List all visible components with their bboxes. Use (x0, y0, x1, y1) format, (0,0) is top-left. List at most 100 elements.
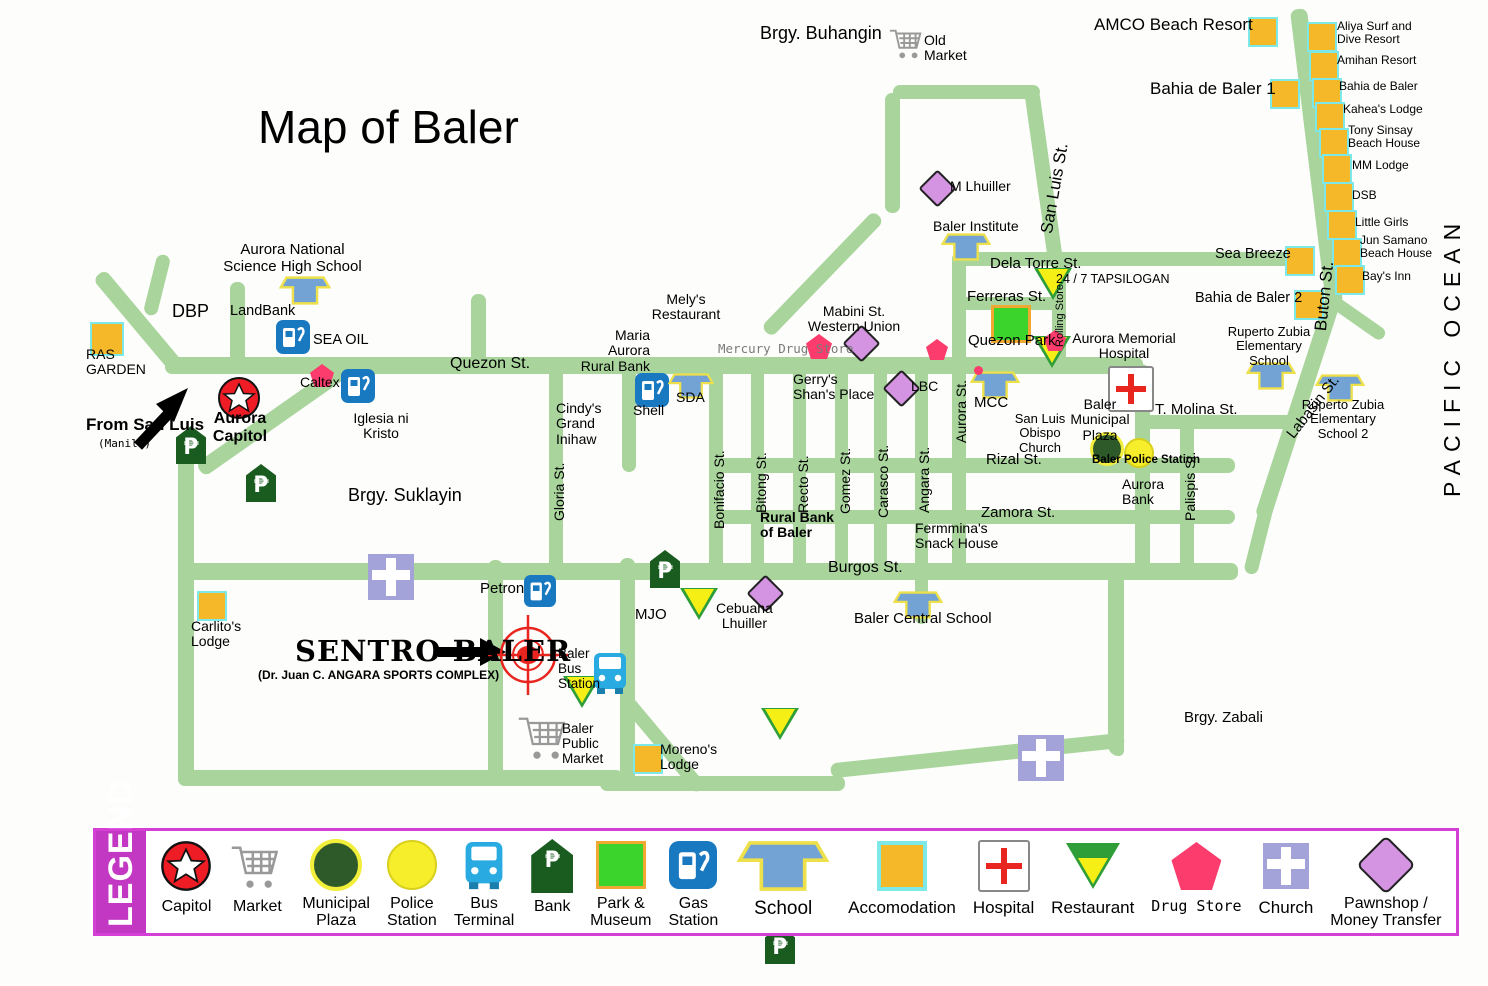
label-ras-garden: RAS GARDEN (86, 346, 146, 378)
park-museum-icon (991, 305, 1031, 343)
label-sea-breeze: Sea Breeze (1215, 246, 1291, 262)
label-morenos: Moreno's Lodge (660, 741, 718, 773)
label-ruperto1: Ruperto Zubia Elementary School (1227, 324, 1311, 368)
market-icon (229, 835, 285, 897)
label-landbank: LandBank (230, 303, 296, 319)
drug-store-icon (310, 364, 334, 387)
label-aurora-memorial-hospital: Aurora Memorial Hospital (1072, 330, 1176, 362)
label-maria-aurora: Maria Aurora Rural Bank (580, 327, 650, 374)
legend-items: Capitol Market Municipal Plaza Police St… (146, 831, 1456, 933)
bus-terminal-icon (461, 835, 507, 894)
gas-station-icon (669, 835, 718, 894)
road-bottom (178, 770, 623, 786)
label-shell: Shell (633, 402, 665, 418)
label-dela-torre-st: Dela Torre St. (990, 255, 1082, 272)
police-station-icon (386, 835, 437, 894)
label-m-lhuiller: M Lhuiller (950, 178, 1011, 194)
label-angara-st: Angara St. (916, 446, 932, 513)
label-manila: (Manila) (98, 437, 151, 450)
accommodation-icon (1322, 154, 1352, 184)
label-ruperto2: Ruperto Zubia Elementary School 2 (1301, 397, 1385, 441)
label-aurora-nshs: Aurora National Science High School (223, 241, 362, 275)
capitol-icon (160, 835, 212, 897)
label-cebuana: Cebuana Lhuiller (716, 600, 773, 632)
accommodation-icon (1270, 79, 1300, 109)
road-sentro-right (620, 558, 635, 784)
label-petron: Petron (480, 580, 525, 597)
restaurant-icon (1065, 835, 1120, 897)
label-baler-police-station: Baler Police Station (1092, 454, 1201, 466)
label-san-luis-obispo: San Luis Obispo Church (1014, 411, 1066, 455)
bank-icon (246, 464, 276, 502)
label-fermmina: Fermmina's Snack House (915, 520, 999, 552)
label-baler-central-school: Baler Central School (854, 610, 992, 627)
road-vertical (622, 366, 636, 472)
label-cindys: Cindy's Grand Inihaw (556, 400, 602, 447)
label-bonifacio-st: Bonifacio St. (711, 450, 727, 529)
label-sda: SDA (676, 389, 705, 405)
church-icon (1262, 835, 1309, 897)
road-left-vertical (178, 452, 194, 786)
legend-item-drug-store: Drug Store (1151, 835, 1242, 929)
label-recto-st: Recto St. (795, 455, 811, 513)
label-lbc: LBC (911, 378, 939, 394)
road-stub (471, 294, 486, 366)
accommodation-icon (1327, 210, 1357, 240)
bank-icon (650, 550, 680, 588)
municipal-plaza-icon (1090, 432, 1124, 466)
label-baler-public-market: Baler Public Market (562, 721, 604, 766)
accommodation-icon (1309, 51, 1339, 81)
label-tapsilogan: 24 / 7 TAPSILOGAN (1056, 272, 1170, 286)
label-melys: Mely's Restaurant (651, 291, 721, 323)
legend-item-park-museum: Park & Museum (590, 835, 652, 929)
label-brgy-zabali: Brgy. Zabali (1184, 709, 1263, 726)
label-iglesia: Iglesia ni Kristo (353, 410, 409, 442)
legend-item-municipal-plaza: Municipal Plaza (302, 835, 370, 929)
accommodation-icon (1248, 17, 1278, 47)
accommodation-icon (90, 322, 124, 356)
label-mabini-wu: Mabini St. Western Union (807, 303, 901, 335)
legend-heading: LEGEND (102, 779, 140, 927)
label-carasco-st: Carasco St. (875, 444, 891, 518)
label-t-molina-st: T. Molina St. (1155, 401, 1238, 418)
school-icon (1315, 374, 1365, 402)
label-brgy-buhangin: Brgy. Buhangin (760, 23, 882, 43)
from-san-luis-arrow (130, 382, 194, 452)
legend-item-school: School (735, 835, 831, 929)
label-aurora-bank: Aurora Bank (1122, 476, 1165, 508)
accommodation-icon (1307, 22, 1337, 52)
sentro-arrow (436, 638, 506, 666)
label-little-girls: Little Girls (1355, 215, 1409, 229)
restaurant-icon (680, 588, 718, 620)
road-dela-torre-st (952, 252, 1312, 266)
restaurant-icon (1034, 268, 1072, 300)
road-bottom (600, 776, 845, 791)
legend-item-capitol: Capitol (160, 835, 212, 929)
hospital-icon (1108, 366, 1154, 412)
school-icon (970, 371, 1020, 399)
road-fork-stub (142, 253, 172, 317)
label-amihan: Amihan Resort (1337, 53, 1417, 67)
label-sentro-baler-sub: (Dr. Juan C. ANGARA SPORTS COMPLEX) (258, 668, 500, 682)
road-quezon-st (165, 357, 1143, 374)
legend-item-pawnshop: Pawnshop / Money Transfer (1330, 834, 1441, 929)
label-bays-inn: Bay's Inn (1362, 269, 1411, 283)
label-mercury: Mercury Drug Store (718, 341, 854, 356)
church-icon (1018, 735, 1064, 781)
accommodation-icon (877, 835, 927, 897)
school-icon (668, 373, 714, 399)
label-palispis-st: Palispis St. (1182, 451, 1198, 521)
label-burgos-st: Burgos St. (828, 559, 903, 576)
label-zamora-st: Zamora St. (981, 504, 1056, 521)
park-museum-icon (595, 835, 646, 894)
legend-item-gas-station: Gas Station (668, 835, 718, 929)
legend-item-hospital: Hospital (973, 835, 1034, 929)
label-mjo: MJO (635, 606, 667, 623)
sentro-crosshair-icon (486, 613, 570, 697)
school-icon (893, 591, 943, 619)
label-aurora-st: Aurora St. (953, 379, 969, 443)
label-bitong-st: Bitong St. (753, 452, 769, 513)
label-bahia: Bahia de Baler (1339, 79, 1418, 93)
label-dbp: DBP (172, 301, 210, 321)
